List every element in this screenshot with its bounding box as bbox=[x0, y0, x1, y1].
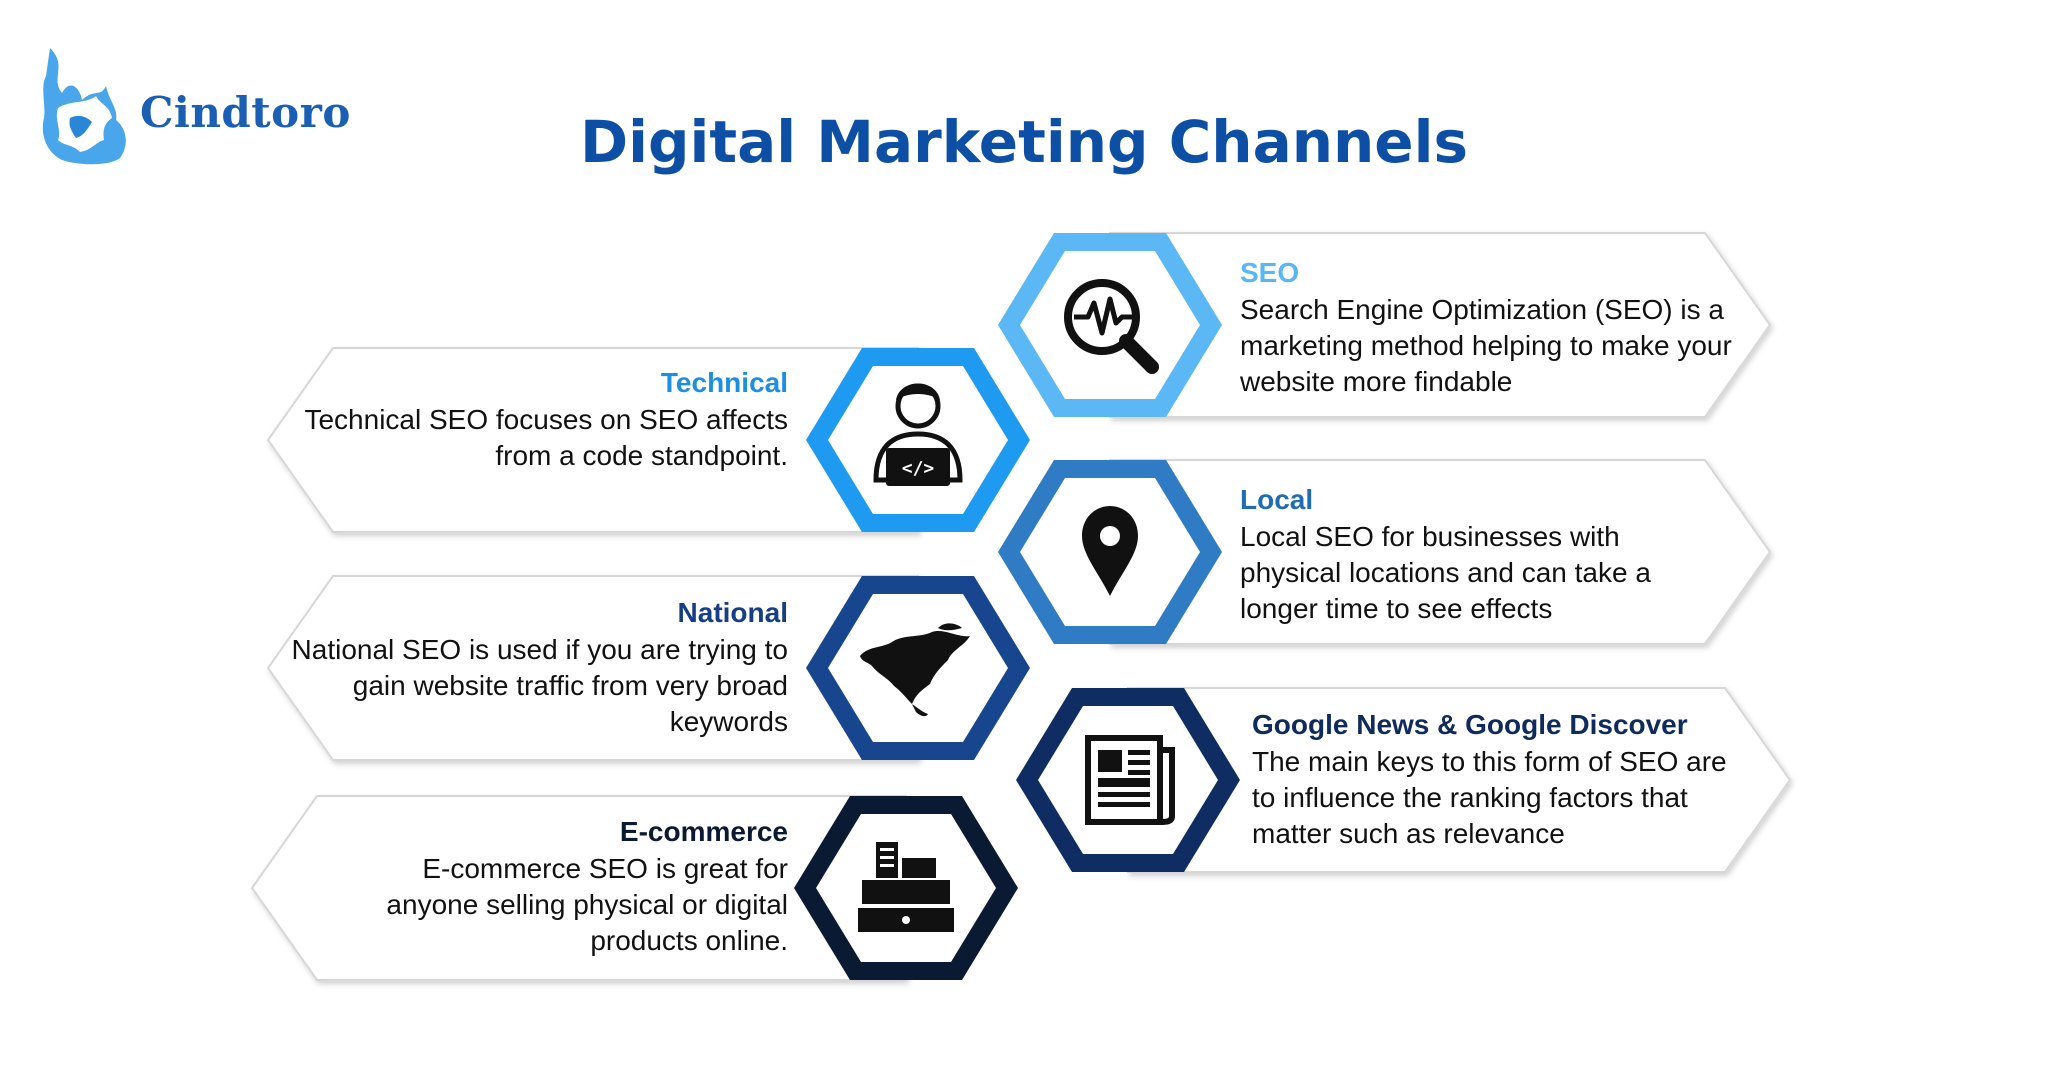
developer-laptop-icon: </> bbox=[873, 383, 963, 486]
bull-flame-logo-icon bbox=[42, 48, 126, 165]
map-pin-icon bbox=[1082, 506, 1138, 596]
brand-name: Cindtoro bbox=[140, 88, 351, 137]
channel-description: Search Engine Optimization (SEO) is a ma… bbox=[1240, 294, 1732, 397]
channel-seo-text: SEO Search Engine Optimization (SEO) is … bbox=[1240, 256, 1740, 400]
channel-national-text: National National SEO is used if you are… bbox=[288, 596, 788, 740]
channel-google-news-text: Google News & Google Discover The main k… bbox=[1252, 708, 1732, 852]
channel-description: E-commerce SEO is great for anyone selli… bbox=[386, 853, 788, 956]
channel-hexagon bbox=[1016, 688, 1240, 872]
channel-name: National bbox=[677, 597, 788, 628]
channel-hexagon bbox=[794, 796, 1018, 980]
channel-hexagon: </> bbox=[806, 348, 1030, 532]
svg-text:</>: </> bbox=[902, 458, 935, 479]
channel-name: E-commerce bbox=[619, 816, 788, 847]
channel-description: National SEO is used if you are trying t… bbox=[291, 634, 788, 737]
channel-ecommerce-text: E-commerce E-commerce SEO is great for a… bbox=[368, 815, 788, 959]
magnifier-pulse-icon bbox=[1064, 279, 1159, 374]
channel-name: Local bbox=[1240, 484, 1314, 515]
channel-name: SEO bbox=[1240, 257, 1300, 288]
channel-name: Google News & Google Discover bbox=[1252, 709, 1688, 740]
channel-description: Local SEO for businesses with physical l… bbox=[1240, 521, 1651, 624]
cash-register-icon bbox=[858, 842, 954, 932]
channel-hexagon bbox=[998, 460, 1222, 644]
channel-description: Technical SEO focuses on SEO affects fro… bbox=[304, 404, 788, 471]
channel-hexagon bbox=[806, 576, 1030, 760]
channel-description: The main keys to this form of SEO are to… bbox=[1252, 746, 1727, 849]
channel-name: Technical bbox=[660, 367, 788, 398]
channel-hexagon bbox=[998, 233, 1222, 417]
north-america-map-icon bbox=[860, 623, 970, 717]
page-title: Digital Marketing Channels bbox=[579, 108, 1469, 176]
newspaper-icon bbox=[1085, 735, 1175, 825]
channel-technical-text: Technical Technical SEO focuses on SEO a… bbox=[292, 366, 788, 474]
channel-local-text: Local Local SEO for businesses with phys… bbox=[1240, 483, 1700, 627]
